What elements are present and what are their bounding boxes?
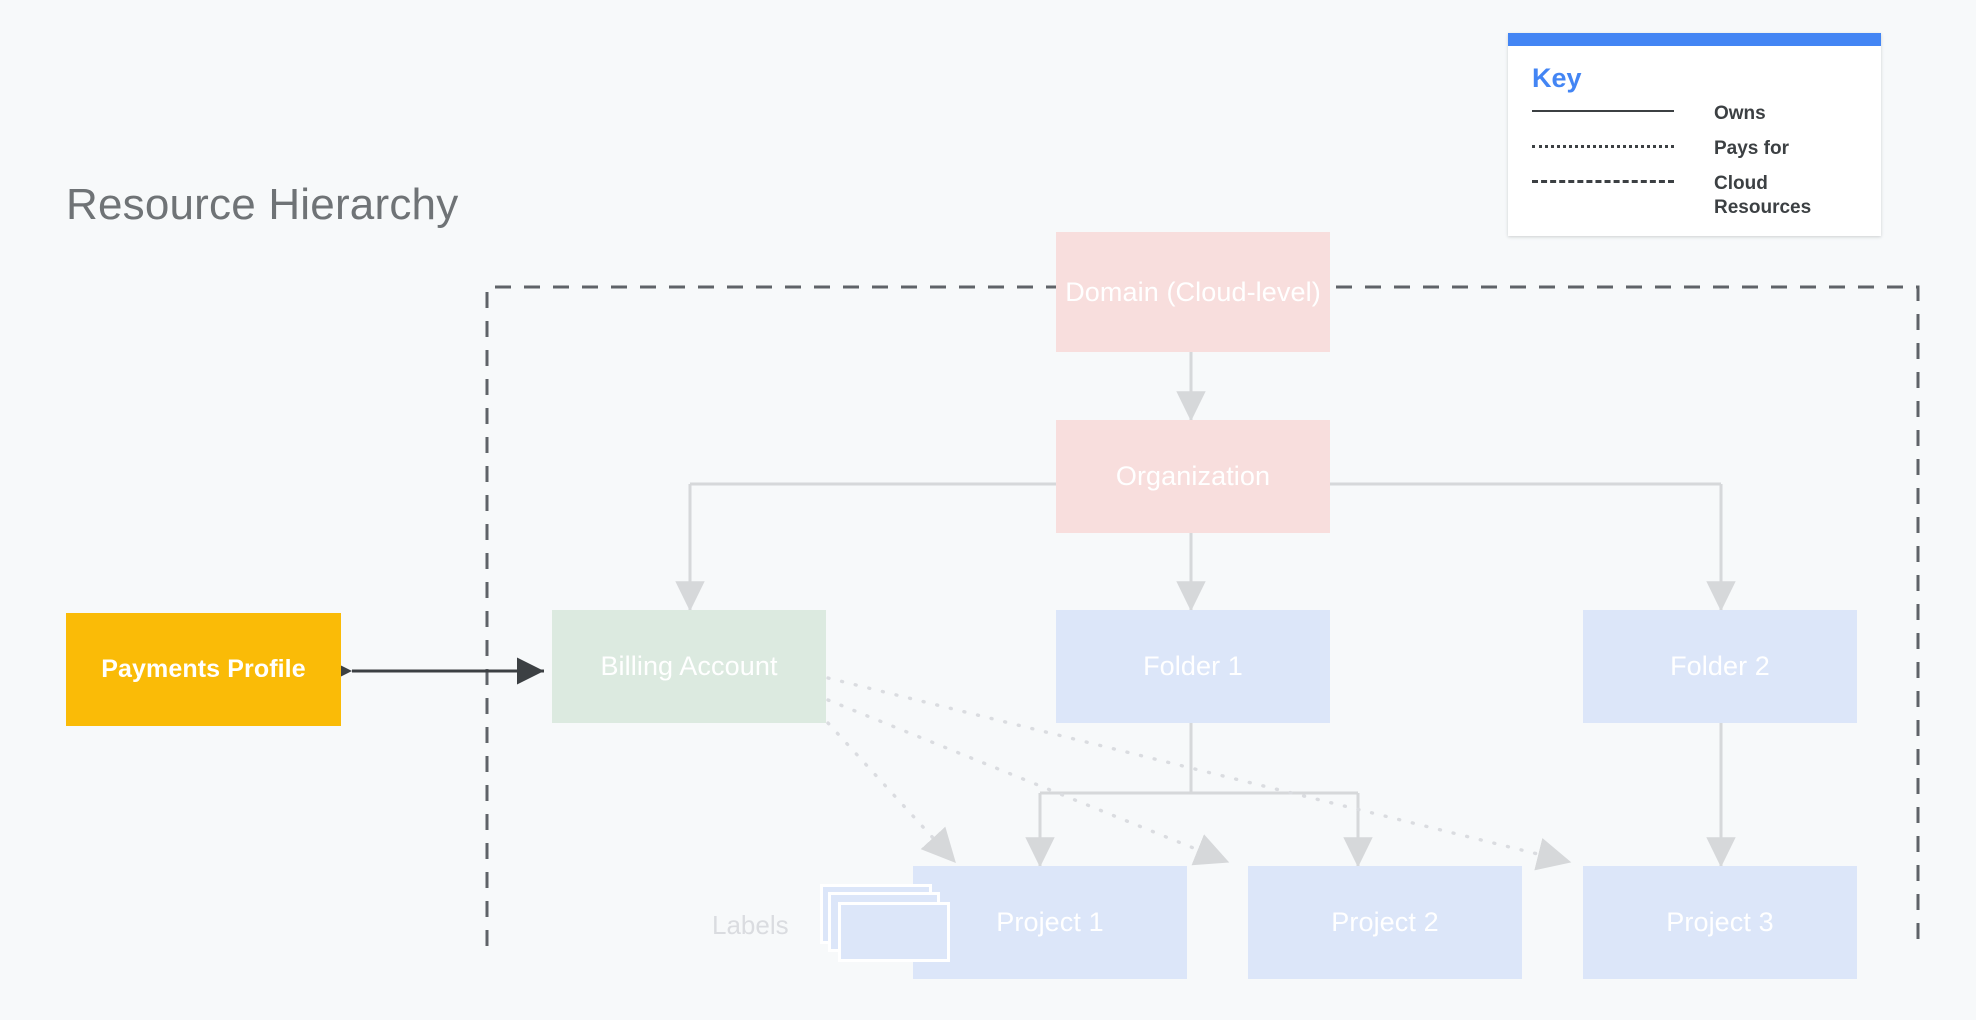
- node-billing-account[interactable]: Billing Account: [552, 610, 826, 723]
- edge-folder1-projects: [1025, 723, 1373, 868]
- node-organization-label: Organization: [1115, 461, 1271, 491]
- key-sample-dotted: [1532, 134, 1674, 149]
- node-domain[interactable]: Domain (Cloud-level): [1056, 232, 1330, 352]
- key-row-pays-for: Pays for: [1532, 134, 1859, 169]
- node-project-1[interactable]: Project 1: [913, 866, 1187, 979]
- node-folder-1-label: Folder 1: [1143, 651, 1243, 681]
- key-label-pays-for: Pays for: [1714, 138, 1789, 160]
- key-sample-solid: [1532, 99, 1674, 113]
- node-folder-2-label: Folder 2: [1670, 651, 1770, 681]
- key-heading: Key: [1532, 63, 1582, 93]
- node-project-2-label: Project 2: [1331, 907, 1439, 937]
- node-billing-account-label: Billing Account: [600, 651, 778, 681]
- labels-card-front: [838, 902, 950, 962]
- key-legend: Key Owns Pays for Cloud Resources: [1508, 33, 1881, 236]
- key-label-owns: Owns: [1714, 103, 1766, 125]
- node-organization[interactable]: Organization: [1056, 420, 1330, 533]
- node-project-3[interactable]: Project 3: [1583, 866, 1857, 979]
- node-project-1-label: Project 1: [996, 907, 1104, 937]
- node-folder-1[interactable]: Folder 1: [1056, 610, 1330, 723]
- labels-annotation: Labels: [712, 910, 789, 940]
- labels-stack-icon: [820, 884, 954, 962]
- node-payments-profile-label: Payments Profile: [101, 655, 306, 683]
- node-domain-label: Domain (Cloud-level): [1065, 276, 1321, 307]
- page-title: Resource Hierarchy: [66, 180, 459, 229]
- node-project-2[interactable]: Project 2: [1248, 866, 1522, 979]
- key-row-cloud-resources: Cloud Resources: [1532, 169, 1859, 220]
- key-label-cloud-resources: Cloud Resources: [1714, 173, 1812, 219]
- node-payments-profile[interactable]: Payments Profile: [66, 613, 341, 726]
- key-sample-dashed: [1532, 169, 1674, 184]
- key-accent-bar: [1508, 33, 1881, 46]
- node-project-3-label: Project 3: [1666, 907, 1774, 937]
- key-row-owns: Owns: [1532, 99, 1859, 134]
- node-folder-2[interactable]: Folder 2: [1583, 610, 1857, 723]
